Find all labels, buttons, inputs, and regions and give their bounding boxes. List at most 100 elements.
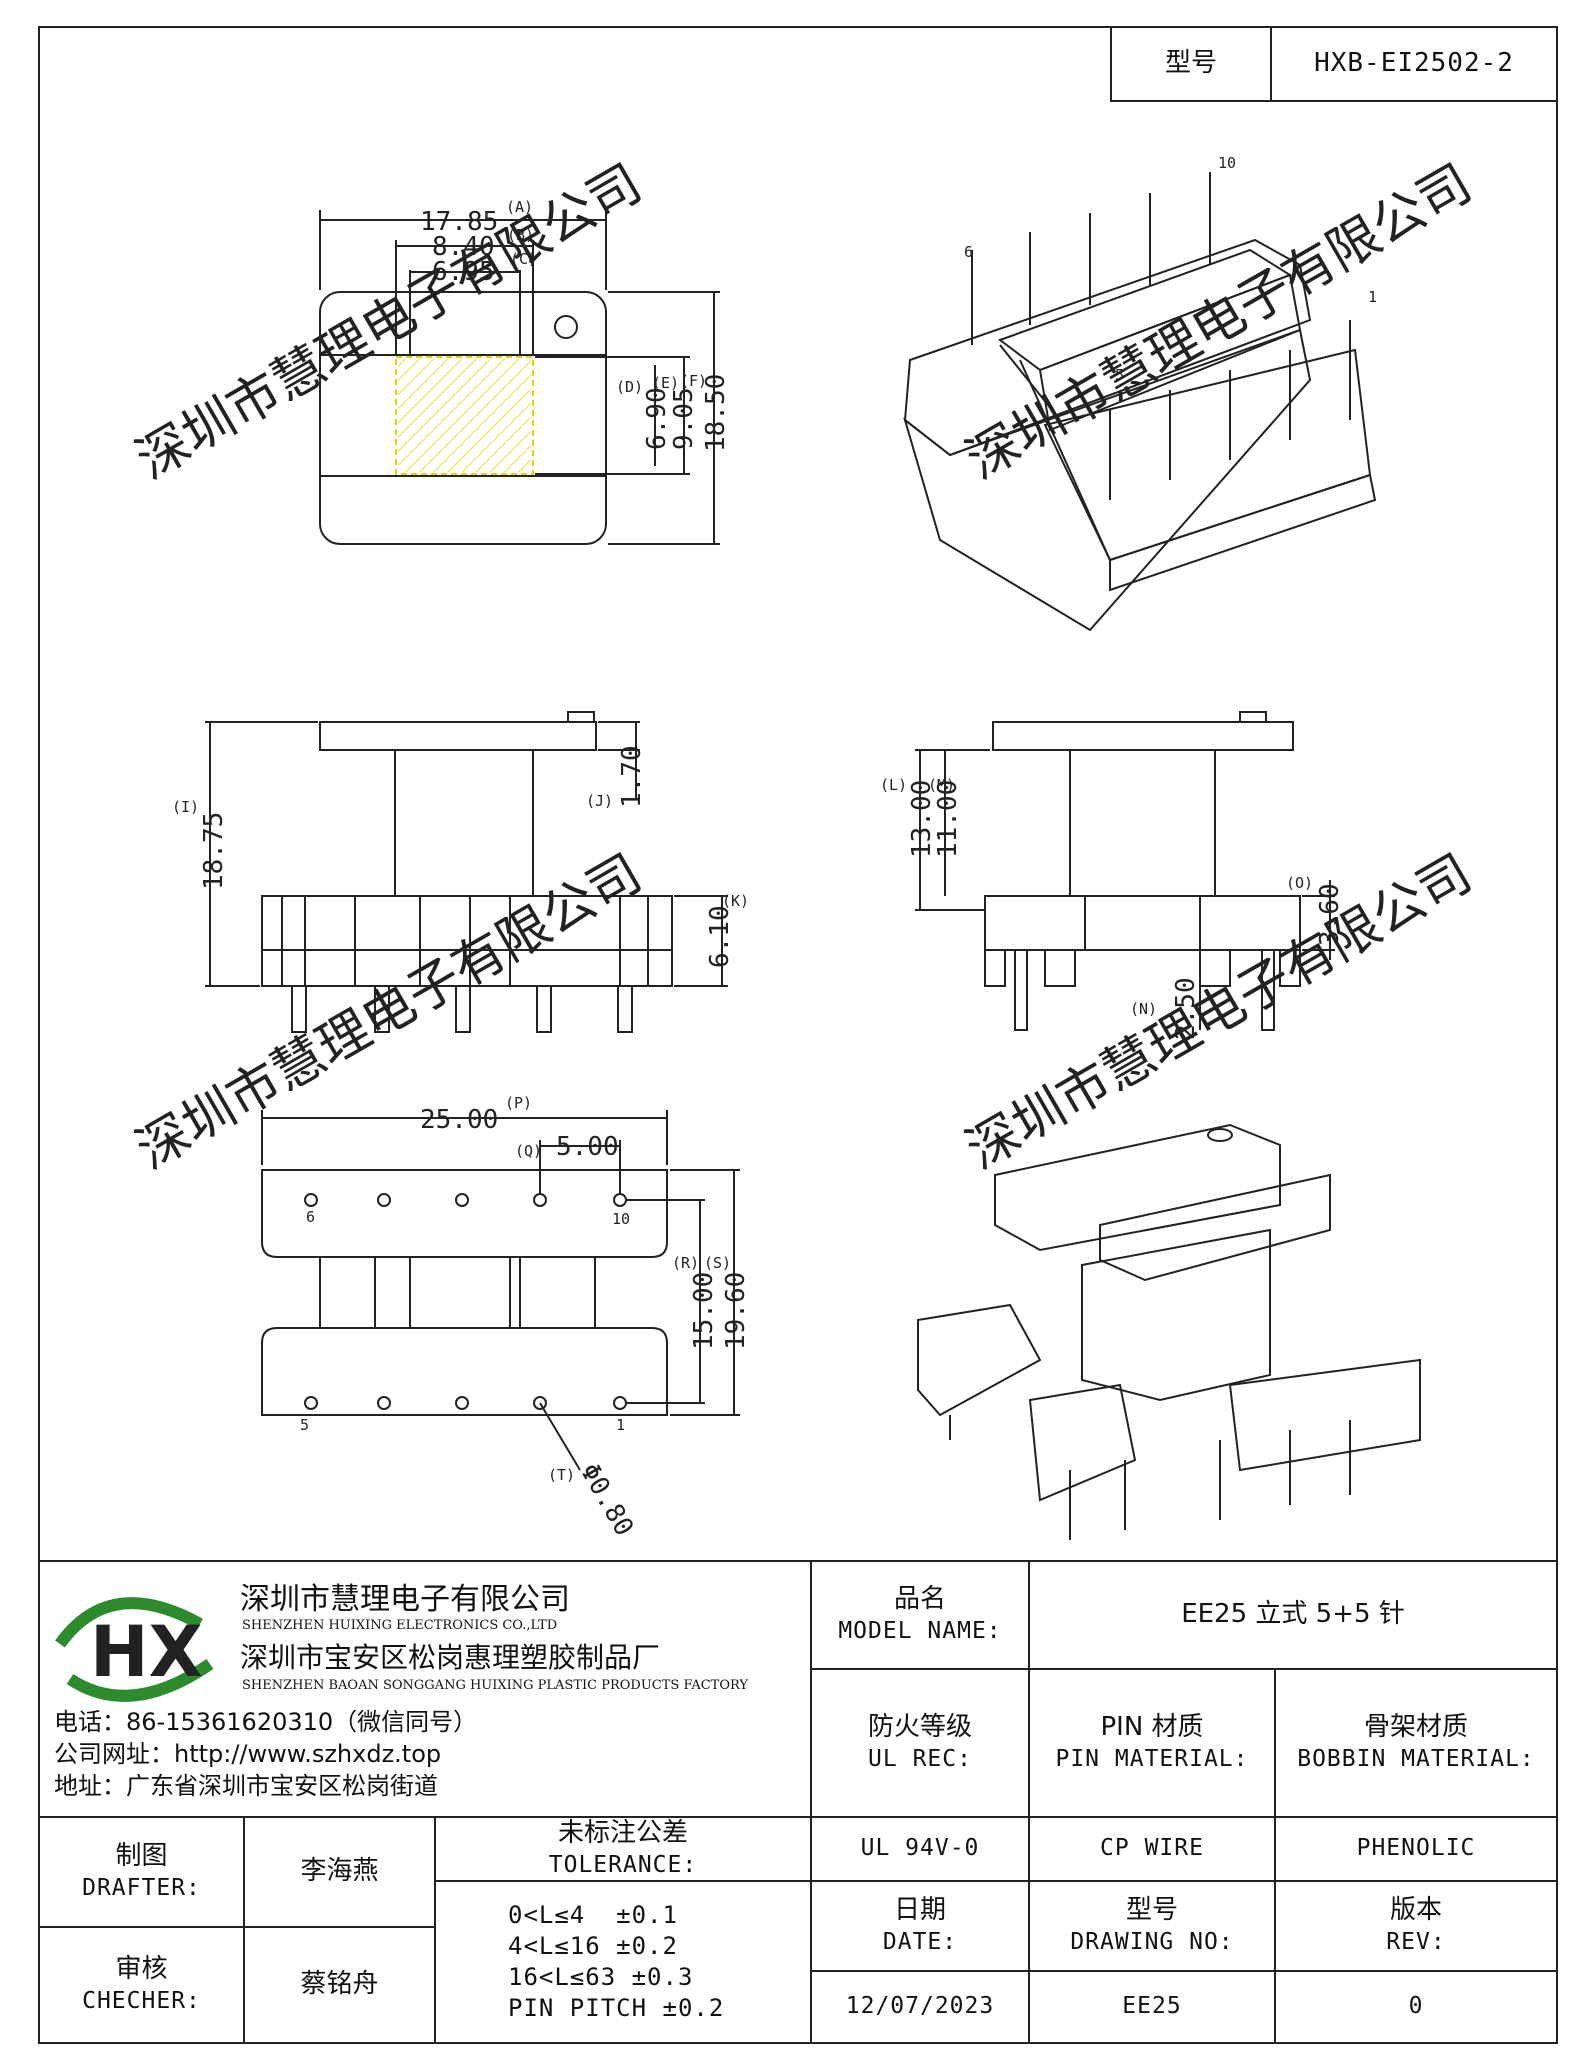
label-s: (S) — [704, 1254, 731, 1272]
dim-f: 18.50 — [701, 374, 731, 452]
checker-name: 蔡铭舟 — [243, 1926, 436, 2044]
label-t: (T) — [548, 1466, 575, 1484]
drafter-en: DRAFTER: — [82, 1874, 201, 1901]
iso-pin-5: 5 — [1115, 366, 1124, 384]
tolerance-line-1: 0<L≤4 ±0.1 — [508, 1900, 678, 1929]
front-view — [205, 711, 728, 1033]
dim-d: 6.90 — [642, 387, 672, 450]
tolerance-line-3: 16<L≤63 ±0.3 — [508, 1963, 694, 1991]
iso-pin-6: 6 — [964, 243, 973, 261]
watermark-text: 深圳市慧理电子有限公司 — [957, 843, 1482, 1181]
label-c: (C) — [510, 250, 537, 268]
dim-s: 19.60 — [721, 1272, 751, 1350]
tolerance-en: TOLERANCE: — [548, 1851, 698, 1878]
ul-rec-en: UL REC: — [868, 1745, 972, 1772]
logo-text: HX — [90, 1611, 203, 1693]
dim-i: 18.75 — [199, 812, 229, 890]
bobbin-material-en: BOBBIN MATERIAL: — [1297, 1745, 1535, 1772]
model-name-label: 品名 MODEL NAME: — [810, 1560, 1030, 1670]
pin-material-cn: PIN 材质 — [1100, 1712, 1204, 1743]
dim-q: 5.00 — [556, 1132, 619, 1162]
label-m: (M) — [928, 776, 955, 794]
tolerance-values: 0<L≤4 ±0.1 4<L≤16 ±0.2 16<L≤63 ±0.3 PIN … — [434, 1880, 812, 2044]
top-view — [319, 210, 720, 545]
label-r: (R) — [672, 1254, 699, 1272]
dim-p: 25.00 — [420, 1105, 498, 1135]
watermark-text: 深圳市慧理电子有限公司 — [127, 153, 652, 491]
label-p: (P) — [505, 1094, 532, 1112]
factory-name-cn: 深圳市宝安区松岗惠理塑胶制品厂 — [240, 1641, 661, 1674]
dim-r: 15.00 — [689, 1272, 719, 1350]
tolerance-line-4: PIN PITCH ±0.2 — [508, 1994, 725, 2023]
drafter-name: 李海燕 — [243, 1816, 436, 1928]
company-block: HX 深圳市慧理电子有限公司 SHENZHEN HUIXING ELECTRON… — [38, 1560, 812, 1818]
label-d: (D) — [616, 378, 643, 396]
pin-material-value: CP WIRE — [1028, 1816, 1276, 1882]
bottom-pin-6: 6 — [306, 1208, 315, 1226]
company-name-en: SHENZHEN HUIXING ELECTRONICS CO.,LTD — [242, 1618, 558, 1633]
model-name-cn: 品名 — [893, 1584, 946, 1615]
label-l: (L) — [880, 776, 907, 794]
drawing-no-en: DRAWING NO: — [1070, 1928, 1234, 1955]
bottom-pin-1: 1 — [616, 1416, 625, 1434]
company-logo: HX — [55, 1597, 214, 1702]
dim-l: 13.00 — [907, 780, 937, 858]
model-name-value: EE25 立式 5+5 针 — [1028, 1560, 1558, 1670]
bobbin-material-cn: 骨架材质 — [1363, 1712, 1468, 1743]
checker-label: 审核 CHECHER: — [38, 1926, 245, 2044]
label-n: (N) — [1130, 1000, 1157, 1018]
bobbin-material-value: PHENOLIC — [1274, 1816, 1558, 1882]
ul-rec-label: 防火等级 UL REC: — [810, 1668, 1030, 1818]
company-website[interactable]: 公司网址：http://www.szhxdz.top — [54, 1740, 442, 1768]
technical-drawing: 17.85 (A) 8.40 (B) 6.95 (C) 6.90 (D) 9.0… — [127, 153, 1482, 1541]
label-q: (Q) — [515, 1142, 542, 1160]
rev-cn: 版本 — [1389, 1895, 1442, 1926]
rev-value: 0 — [1274, 1970, 1558, 2044]
factory-name-en: SHENZHEN BAOAN SONGGANG HUIXING PLASTIC … — [242, 1678, 748, 1693]
bottom-view — [261, 1110, 740, 1471]
drawing-no-cn: 型号 — [1125, 1895, 1178, 1926]
tolerance-line-2: 4<L≤16 ±0.2 — [508, 1931, 678, 1960]
label-o: (O) — [1286, 874, 1313, 892]
dim-c: 6.95 — [432, 257, 495, 287]
model-name-en: MODEL NAME: — [838, 1617, 1002, 1644]
checker-cn: 审核 — [115, 1954, 168, 1985]
company-address: 地址：广东省深圳市宝安区松岗街道 — [54, 1772, 438, 1800]
label-k: (K) — [722, 892, 749, 910]
rev-en: REV: — [1386, 1928, 1446, 1955]
drawing-no-value: EE25 — [1028, 1970, 1276, 2044]
watermark-text: 深圳市慧理电子有限公司 — [957, 153, 1482, 491]
tolerance-label: 未标注公差 TOLERANCE: — [434, 1816, 812, 1882]
drawing-no-label: 型号 DRAWING NO: — [1028, 1880, 1276, 1972]
drafter-cn: 制图 — [115, 1841, 168, 1872]
label-b: (B) — [507, 226, 534, 244]
dim-b: 8.40 — [432, 232, 495, 262]
label-i: (I) — [172, 798, 199, 816]
dim-m: 11.00 — [933, 780, 963, 858]
dim-j: 1.70 — [617, 745, 647, 808]
bobbin-material-label: 骨架材质 BOBBIN MATERIAL: — [1274, 1668, 1558, 1818]
dim-o: 3.60 — [1315, 883, 1345, 946]
label-a: (A) — [506, 198, 533, 216]
label-f: (F) — [680, 372, 707, 390]
iso-bottom-view — [917, 1123, 1421, 1540]
ul-value: UL 94V-0 — [810, 1816, 1030, 1882]
drafter-label: 制图 DRAFTER: — [38, 1816, 245, 1928]
bottom-pin-10: 10 — [612, 1210, 630, 1228]
side-view — [915, 711, 1335, 1031]
iso-top-view — [903, 172, 1377, 632]
dim-n: 2.50 — [1171, 977, 1201, 1040]
company-phone: 电话：86-15361620310（微信同号） — [54, 1708, 478, 1736]
header-model-value: HXB-EI2502-2 — [1270, 26, 1558, 102]
pin-material-label: PIN 材质 PIN MATERIAL: — [1028, 1668, 1276, 1818]
bottom-pin-5: 5 — [300, 1416, 309, 1434]
iso-pin-10: 10 — [1218, 154, 1236, 172]
company-name-cn: 深圳市慧理电子有限公司 — [240, 1582, 570, 1617]
dim-a: 17.85 — [420, 207, 498, 237]
date-en: DATE: — [882, 1928, 958, 1955]
date-value: 12/07/2023 — [810, 1970, 1030, 2044]
label-e: (E) — [652, 374, 679, 392]
iso-pin-1: 1 — [1368, 288, 1377, 306]
tolerance-cn: 未标注公差 — [557, 1818, 688, 1849]
ul-rec-cn: 防火等级 — [867, 1712, 972, 1743]
